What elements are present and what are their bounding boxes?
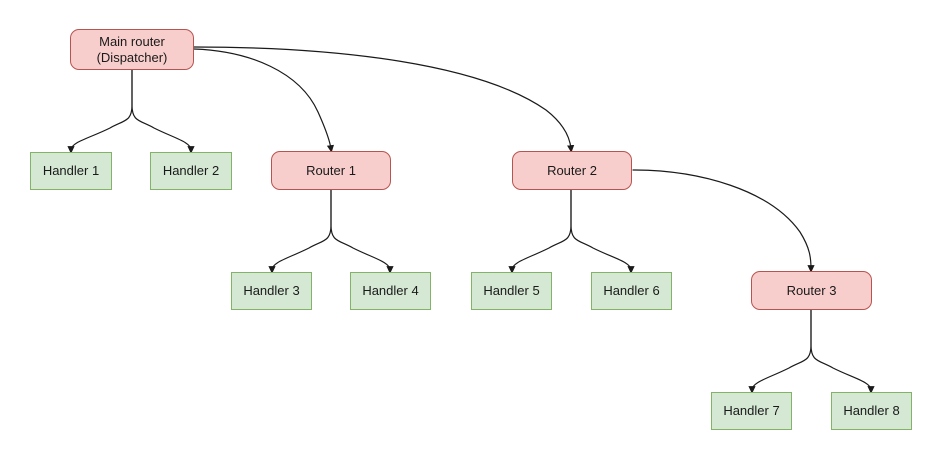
node-handler-5[interactable]: Handler 5 <box>471 272 552 310</box>
node-label-router-2: Router 2 <box>547 162 597 178</box>
node-handler-8[interactable]: Handler 8 <box>831 392 912 430</box>
node-handler-1[interactable]: Handler 1 <box>30 152 112 190</box>
node-handler-6[interactable]: Handler 6 <box>591 272 672 310</box>
node-handler-7[interactable]: Handler 7 <box>711 392 792 430</box>
edge-router-2-to-handler-6 <box>570 189 635 274</box>
edge-router-1-to-handler-3 <box>268 189 332 274</box>
edge-router-2-to-handler-5 <box>508 189 572 274</box>
node-handler-3[interactable]: Handler 3 <box>231 272 312 310</box>
edge-main-to-handler-1 <box>67 69 133 154</box>
node-handler-4[interactable]: Handler 4 <box>350 272 431 310</box>
node-label-handler-1: Handler 1 <box>42 163 100 179</box>
edge-group <box>67 46 875 394</box>
edge-main-to-router-2 <box>193 46 575 153</box>
node-main-router[interactable]: Main router (Dispatcher) <box>70 29 194 70</box>
node-label-router-3: Router 3 <box>786 282 837 298</box>
edge-router-1-to-handler-4 <box>330 189 394 274</box>
node-label-handler-6: Handler 6 <box>603 283 660 299</box>
node-handler-2[interactable]: Handler 2 <box>150 152 232 190</box>
node-label-handler-4: Handler 4 <box>362 283 419 299</box>
node-label-router-1: Router 1 <box>306 162 356 178</box>
edge-main-to-handler-2 <box>131 69 195 154</box>
node-label-handler-3: Handler 3 <box>243 283 300 299</box>
edge-router-2-to-router-3 <box>632 169 815 273</box>
edge-router-3-to-handler-7 <box>748 309 812 394</box>
node-label-handler-7: Handler 7 <box>723 403 780 419</box>
node-router-2[interactable]: Router 2 <box>512 151 632 190</box>
node-router-1[interactable]: Router 1 <box>271 151 391 190</box>
node-label-handler-8: Handler 8 <box>843 403 900 419</box>
node-label-handler-5: Handler 5 <box>483 283 540 299</box>
node-label-main-router: Main router (Dispatcher) <box>96 34 168 65</box>
edge-main-to-router-1 <box>193 48 335 153</box>
node-router-3[interactable]: Router 3 <box>751 271 872 310</box>
edge-router-3-to-handler-8 <box>810 309 875 394</box>
node-label-handler-2: Handler 2 <box>162 163 220 179</box>
